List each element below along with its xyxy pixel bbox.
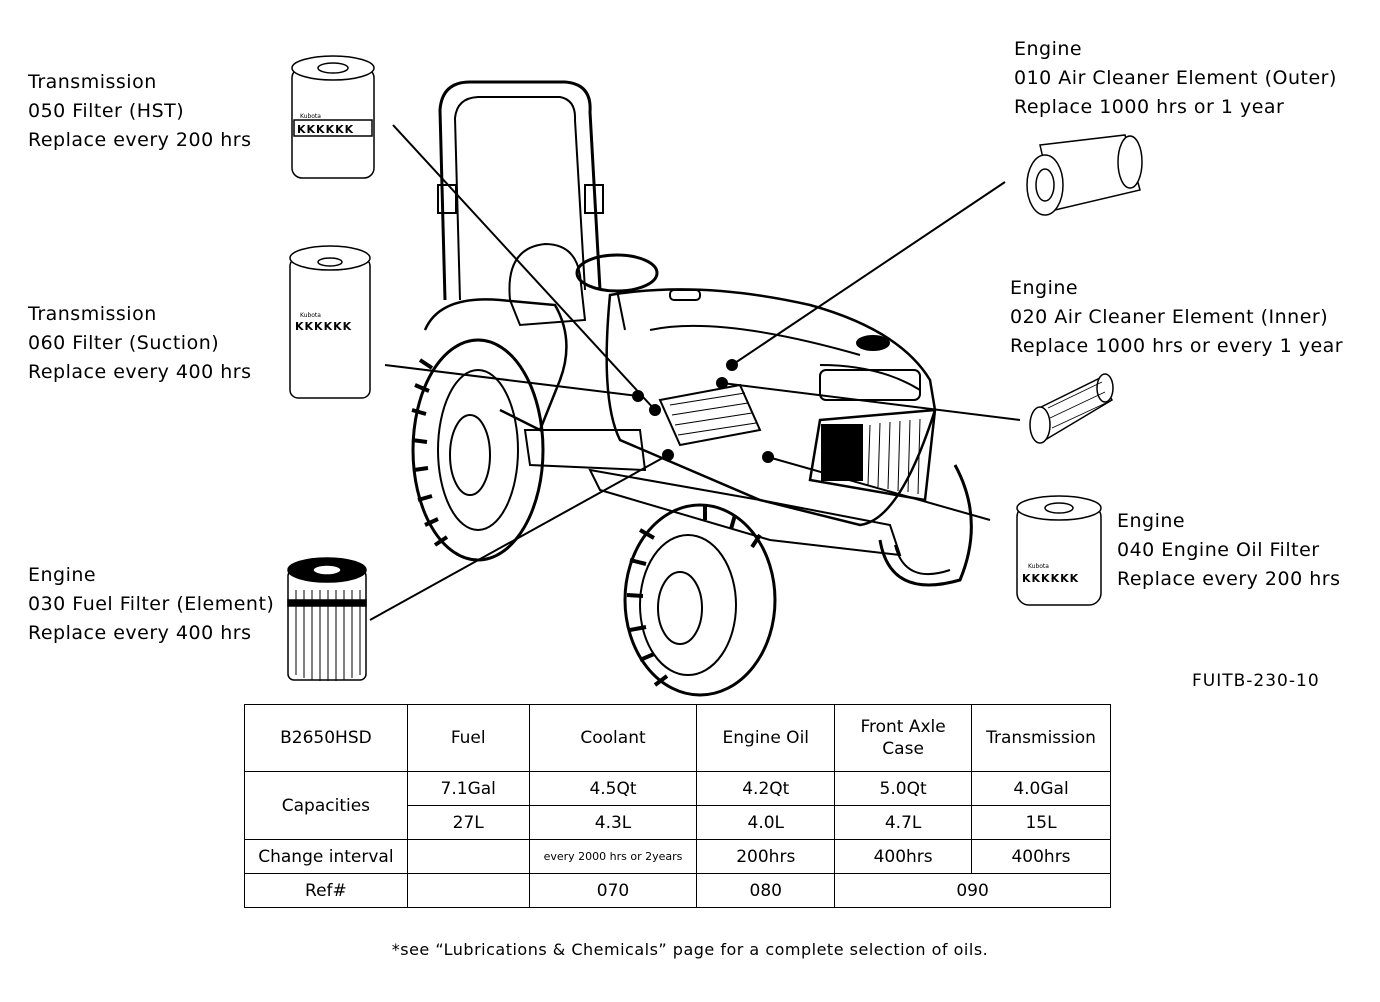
- callout-interval: Replace every 400 hrs: [28, 622, 252, 644]
- callout-030-engine-fuel-filter: Engine 030 Fuel Filter (Element) Replace…: [28, 561, 274, 648]
- figure-code: FUITB-230-10: [1192, 671, 1320, 691]
- callout-060-transmission-filter-suction: Transmission 060 Filter (Suction) Replac…: [28, 300, 251, 387]
- header-front-axle-case: Front Axle Case: [834, 704, 973, 772]
- svg-text:KKKKKK: KKKKKK: [297, 123, 354, 136]
- side-grille: [658, 383, 762, 447]
- svg-text:KKKKKK: KKKKKK: [295, 320, 352, 333]
- callout-category: Engine: [28, 564, 97, 586]
- front-tire-right: [878, 464, 973, 587]
- rear-tire: [411, 338, 545, 562]
- table-cell: 070: [528, 873, 698, 908]
- seat-and-steering: [508, 242, 659, 331]
- table-cell: 080: [696, 873, 836, 908]
- table-cell: every 2000 hrs or 2years: [528, 839, 698, 874]
- callout-part: 060 Filter (Suction): [28, 332, 220, 354]
- table-cell: [406, 873, 530, 908]
- callout-interval: Replace every 200 hrs: [28, 129, 252, 151]
- svg-text:Kubota: Kubota: [300, 312, 321, 319]
- callout-020-air-cleaner-inner: Engine 020 Air Cleaner Element (Inner) R…: [1010, 274, 1343, 361]
- header-model: B2650HSD: [244, 704, 408, 772]
- table-cell: 090: [834, 873, 1111, 908]
- tractor-diagram: KKKKKK Kubota KKKKKK Kubota: [287, 55, 1143, 697]
- callout-part: 030 Fuel Filter (Element): [28, 593, 275, 615]
- header-coolant: Coolant: [528, 704, 698, 772]
- table-cell: 400hrs: [971, 839, 1111, 874]
- filter-020-air-inner: [1029, 373, 1114, 444]
- callout-category: Transmission: [28, 303, 157, 325]
- callout-interval: Replace 1000 hrs or 1 year: [1014, 96, 1285, 118]
- filter-060-suction: KKKKKK Kubota: [289, 245, 371, 399]
- leader-lines: [369, 124, 1021, 621]
- table-cell: 4.2Qt: [696, 771, 836, 806]
- callout-category: Transmission: [28, 71, 157, 93]
- svg-text:KKKKKK: KKKKKK: [1022, 572, 1079, 585]
- row-label-change-interval: Change interval: [244, 839, 408, 874]
- table-cell: 4.0Gal: [971, 771, 1111, 806]
- hood: [605, 288, 937, 527]
- table-cell: 4.5Qt: [528, 771, 698, 806]
- callout-interval: Replace every 200 hrs: [1117, 568, 1341, 590]
- callout-part: 040 Engine Oil Filter: [1117, 539, 1320, 561]
- table-header-row: B2650HSD Fuel Coolant Engine Oil Front A…: [244, 704, 1111, 772]
- table-cell: 27L: [406, 805, 530, 840]
- callout-part: 020 Air Cleaner Element (Inner): [1010, 306, 1329, 328]
- table-cell: 7.1Gal: [406, 771, 530, 806]
- front-grille: [808, 369, 937, 502]
- callout-010-air-cleaner-outer: Engine 010 Air Cleaner Element (Outer) R…: [1014, 35, 1337, 122]
- footnote: *see “Lubrications & Chemicals” page for…: [391, 940, 989, 959]
- callout-interval: Replace 1000 hrs or every 1 year: [1010, 335, 1344, 357]
- front-tire: [623, 503, 777, 697]
- row-label-capacities: Capacities: [244, 771, 408, 840]
- table-cell: [406, 839, 530, 874]
- filter-010-air-outer: [1026, 134, 1143, 216]
- callout-040-engine-oil-filter: Engine 040 Engine Oil Filter Replace eve…: [1117, 507, 1340, 594]
- callout-category: Engine: [1010, 277, 1079, 299]
- filter-040-engine-oil: KKKKKK Kubota: [1016, 495, 1102, 606]
- filter-030-fuel-element: [287, 557, 367, 681]
- svg-text:Kubota: Kubota: [300, 113, 321, 120]
- table-cell: 4.0L: [696, 805, 836, 840]
- callout-category: Engine: [1014, 38, 1083, 60]
- table-cell: 4.3L: [528, 805, 698, 840]
- chassis: [588, 468, 902, 557]
- rear-fender: [423, 298, 568, 432]
- callout-interval: Replace every 400 hrs: [28, 361, 252, 383]
- header-transmission: Transmission: [971, 704, 1111, 772]
- filter-050-hst: KKKKKK Kubota: [291, 55, 375, 179]
- capacities-table: B2650HSD Fuel Coolant Engine Oil Front A…: [244, 704, 1111, 908]
- table-row: Capacities 7.1Gal 4.5Qt 4.2Qt 5.0Qt 4.0G…: [244, 771, 1111, 840]
- table-row: Change interval every 2000 hrs or 2years…: [244, 839, 1111, 874]
- callout-050-transmission-filter-hst: Transmission 050 Filter (HST) Replace ev…: [28, 68, 251, 155]
- callout-category: Engine: [1117, 510, 1186, 532]
- callout-part: 050 Filter (HST): [28, 100, 185, 122]
- table-cell: 200hrs: [696, 839, 836, 874]
- table-cell: 5.0Qt: [834, 771, 973, 806]
- header-engine-oil: Engine Oil: [696, 704, 836, 772]
- row-label-ref: Ref#: [244, 873, 408, 908]
- table-cell: 15L: [971, 805, 1111, 840]
- table-cell: 400hrs: [834, 839, 973, 874]
- rops-rollbar: [437, 80, 604, 301]
- step-platform: [523, 429, 647, 472]
- header-fuel: Fuel: [406, 704, 530, 772]
- callout-part: 010 Air Cleaner Element (Outer): [1014, 67, 1337, 89]
- table-cell: 4.7L: [834, 805, 973, 840]
- svg-text:Kubota: Kubota: [1028, 563, 1049, 570]
- table-row: Ref# 070 080 090: [244, 873, 1111, 908]
